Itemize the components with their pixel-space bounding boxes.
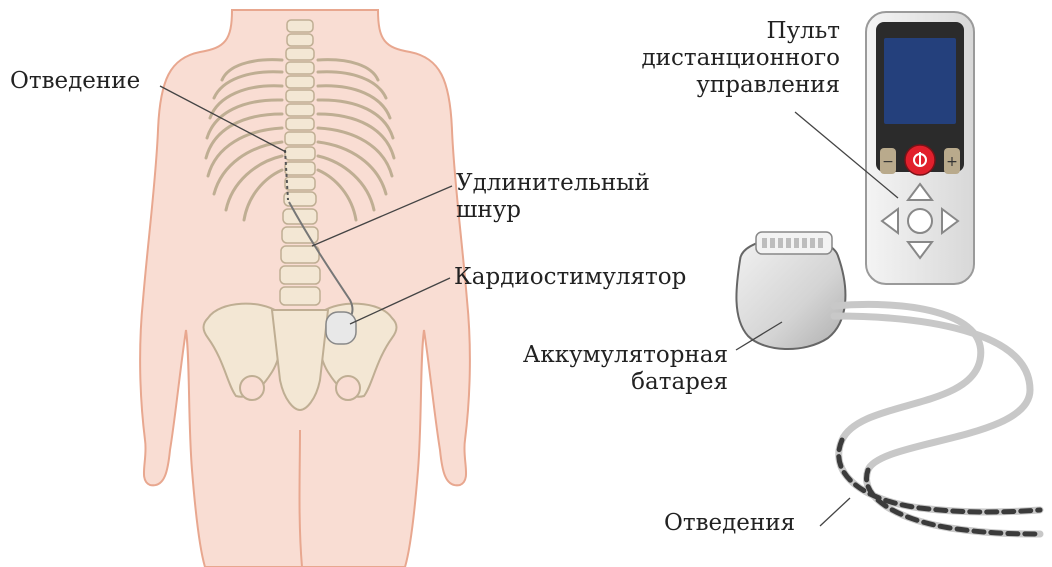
label-leads-text: Отведения [664, 510, 795, 537]
label-extension-line2: шнур [456, 197, 650, 224]
label-battery-line1: Аккумуляторная [523, 342, 728, 369]
lead-wire-2 [834, 316, 1040, 534]
plus-icon: + [946, 154, 958, 170]
label-battery: Аккумуляторная батарея [523, 342, 728, 396]
label-remote-control: Пульт дистанционного управления [641, 18, 840, 99]
external-leads [834, 304, 1040, 534]
label-battery-line2: батарея [523, 369, 728, 396]
minus-icon: − [882, 154, 894, 170]
label-leads: Отведения [664, 510, 795, 537]
label-pacemaker: Кардиостимулятор [454, 264, 686, 291]
label-pacemaker-text: Кардиостимулятор [454, 264, 686, 291]
implanted-pacemaker [326, 312, 356, 344]
label-extension-line1: Удлинительный [456, 170, 650, 197]
label-lead-text: Отведение [10, 68, 140, 95]
label-remote-line1: Пульт [641, 18, 840, 45]
label-remote-line2: дистанционного [641, 45, 840, 72]
pacemaker-device [736, 232, 845, 349]
center-button [908, 209, 932, 233]
label-remote-line3: управления [641, 72, 840, 99]
remote-control: − + [866, 12, 974, 284]
label-extension-cord: Удлинительный шнур [456, 170, 650, 224]
remote-screen [884, 38, 956, 124]
leader-leads [820, 498, 850, 526]
label-lead: Отведение [10, 68, 140, 95]
